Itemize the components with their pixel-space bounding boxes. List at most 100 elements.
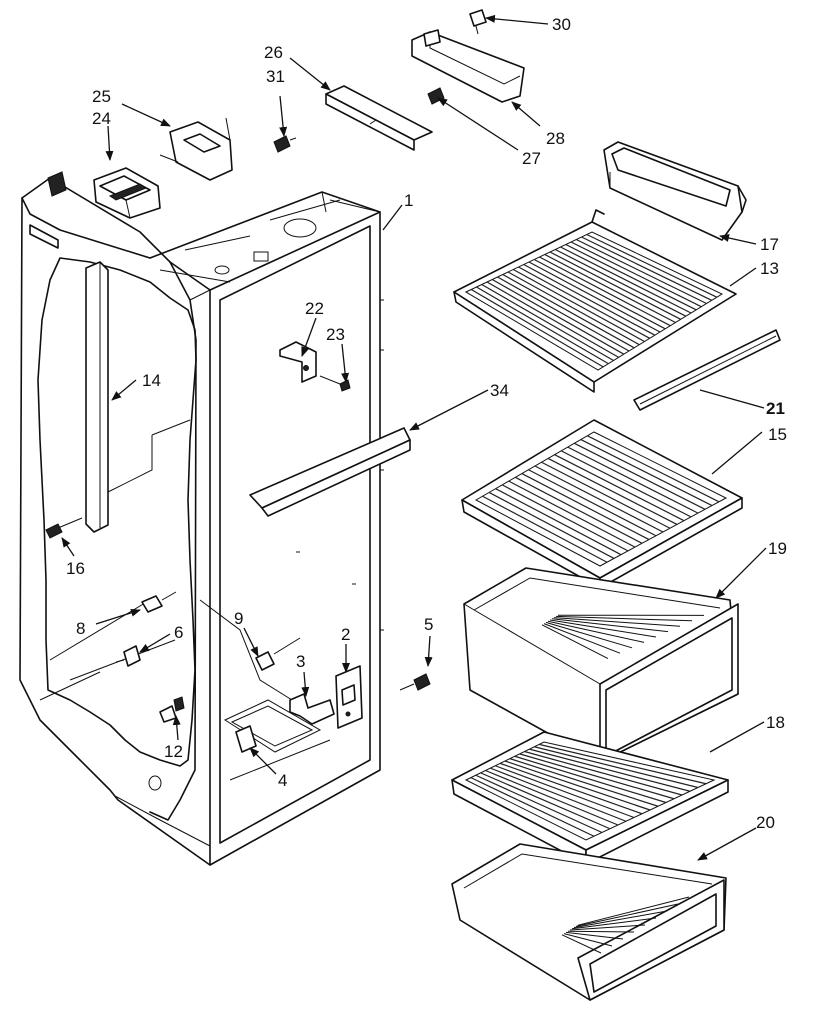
callout-22: 22 (305, 299, 324, 318)
hatch-line (544, 253, 676, 324)
hatch-line (490, 767, 627, 822)
hatch-line (567, 446, 699, 514)
hatch-line (481, 283, 614, 362)
callout-3: 3 (296, 652, 305, 671)
hatch-line (575, 238, 707, 305)
callout-19: 19 (768, 539, 787, 558)
hatch-line (549, 619, 657, 638)
hatch-line (507, 271, 640, 346)
hatch-line (521, 473, 650, 541)
hatch-line (551, 618, 669, 633)
hatch-line (538, 743, 707, 785)
callout-2: 2 (341, 625, 350, 644)
hatch-line (528, 261, 661, 333)
hatch-line (554, 454, 685, 522)
crisper-cover-18 (451, 731, 729, 865)
hatch-line (533, 258, 666, 330)
callout-pointers (61, 14, 767, 861)
shelf-support-34 (249, 427, 411, 517)
hatch-line (547, 457, 678, 525)
hatch-line (571, 917, 657, 930)
rail-26 (325, 85, 433, 151)
hatch-line (587, 435, 720, 503)
hatch-line (486, 281, 619, 358)
callout-14: 14 (142, 371, 161, 390)
hatch-line (541, 624, 609, 660)
hatch-line (482, 495, 608, 563)
hatch-line (534, 465, 664, 533)
callout-34: 34 (490, 381, 509, 400)
crisper-drawer-19 (463, 567, 739, 763)
hatch-line (563, 933, 613, 947)
hatch-line (577, 896, 690, 926)
hatch-line (509, 758, 659, 807)
callout-31: 31 (266, 67, 285, 86)
hatch-line (529, 748, 691, 792)
hatch-line (512, 268, 645, 343)
callout-9: 9 (234, 609, 243, 628)
callout-1: 1 (404, 191, 413, 210)
switch-4 (235, 725, 257, 753)
callout-28: 28 (546, 129, 565, 148)
bracket-22 (279, 341, 317, 383)
hatch-line (565, 243, 697, 311)
hatch-line (485, 769, 619, 826)
hatch-line (580, 439, 713, 507)
screw-31 (273, 135, 297, 153)
bottom-drawer-20 (451, 843, 727, 1001)
hatch-line (528, 469, 657, 537)
callout-12: 12 (164, 742, 183, 761)
hatch-line (561, 934, 602, 954)
switch-plate-2 (335, 665, 363, 729)
bracket-28 (411, 29, 525, 103)
hatch-line (549, 251, 681, 320)
callout-20: 20 (756, 813, 775, 832)
callout-6: 6 (174, 623, 183, 642)
hatch-line (554, 248, 687, 317)
hatch-line (480, 772, 611, 830)
bracket-3 (289, 693, 335, 725)
callout-27: 27 (522, 149, 541, 168)
hatch-line (470, 777, 595, 837)
hatch-line (570, 241, 702, 308)
hatch-line (519, 753, 675, 800)
hatch-line (495, 765, 635, 819)
clip-8 (141, 591, 177, 613)
callout-5: 5 (424, 615, 433, 634)
callout-8: 8 (76, 619, 85, 638)
clip-30 (469, 9, 487, 35)
door-bin-17 (603, 141, 747, 241)
screw-9 (255, 637, 301, 671)
hatch-line (495, 488, 622, 556)
callout-24: 24 (92, 109, 111, 128)
screw-27 (427, 87, 445, 105)
hatch-line (523, 263, 656, 336)
clip-6 (115, 645, 141, 667)
hatch-line (488, 491, 615, 559)
shelf-ladder (85, 261, 191, 533)
callout-23: 23 (326, 325, 345, 344)
hatch-line (539, 256, 671, 327)
hatch-line (569, 924, 646, 931)
callout-labels: 1 2 3 4 5 6 8 9 12 13 14 15 16 17 18 19 … (66, 15, 787, 832)
wire-shelf-13 (453, 209, 737, 393)
hatch-line (501, 484, 629, 552)
hatch-line (470, 288, 604, 368)
hatch-line (518, 266, 650, 339)
hatch-line (555, 615, 693, 622)
cabinet-liner (19, 171, 384, 866)
shelf-rail-21 (633, 329, 781, 411)
housing-24 (93, 167, 161, 219)
hatch-line (504, 760, 651, 811)
hatch-line (502, 273, 635, 349)
hatch-line (515, 476, 643, 544)
hatch-line (543, 623, 621, 654)
callout-15: 15 (768, 425, 787, 444)
hatch-line (560, 246, 692, 314)
glass-shelf-15 (461, 419, 743, 589)
callout-13: 13 (760, 259, 779, 278)
hatch-line (586, 233, 718, 298)
hatch-line (574, 442, 706, 510)
callout-30: 30 (552, 15, 571, 34)
hatch-line (567, 930, 635, 933)
